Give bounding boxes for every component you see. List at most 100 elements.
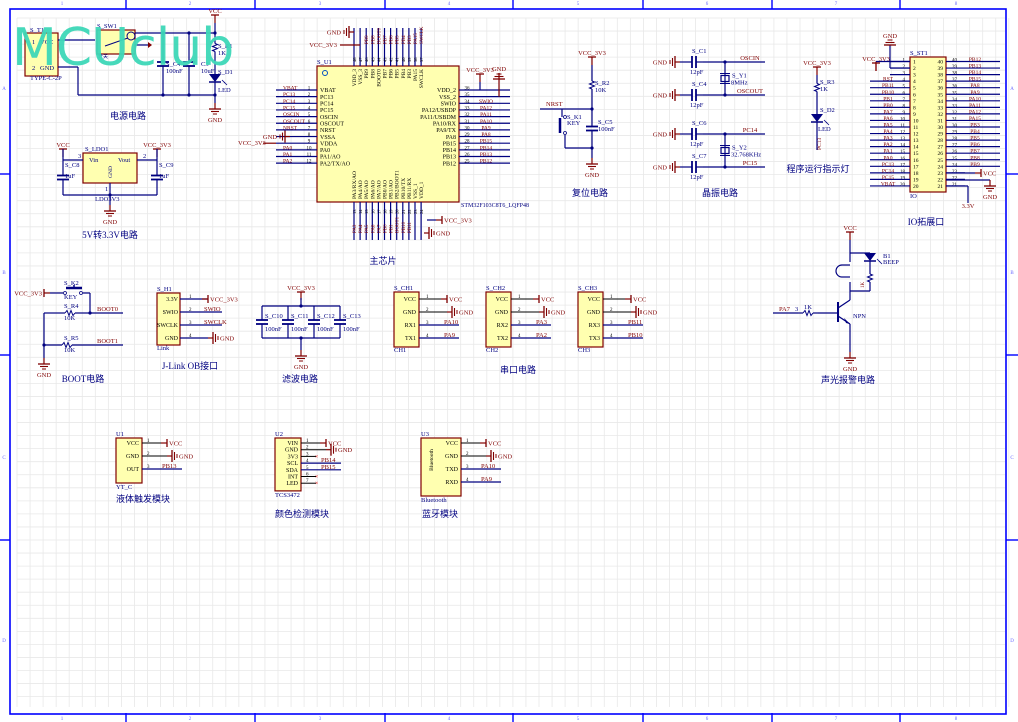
net-label: PB10 — [628, 332, 642, 339]
pin-number: 29 — [938, 132, 944, 138]
bluetooth-title: 蓝牙模块 — [422, 508, 458, 519]
cap-ref: S_C4 — [692, 81, 707, 88]
beep-ref: B1 — [883, 253, 891, 260]
pin-name: PC15 — [320, 108, 333, 114]
module-part: Bluetooth — [421, 497, 447, 504]
gnd-label: GND — [103, 219, 117, 226]
module-ref: U3 — [421, 431, 429, 438]
key-contact — [79, 291, 83, 295]
gnd-port: GND — [843, 352, 857, 373]
resistor-s-r4 — [50, 309, 90, 317]
pin-name: PB14 — [443, 148, 456, 154]
gnd-port: GND — [653, 161, 680, 173]
module-ref: U1 — [116, 431, 124, 438]
net-label: BOOT0 — [377, 27, 382, 44]
vcc-port: VCC — [161, 439, 182, 447]
cap-s-c4 — [685, 89, 703, 101]
cap-ref: S_C9 — [159, 162, 173, 169]
cap-value: 100nF — [598, 126, 615, 133]
color-title: 颜色检测模块 — [275, 508, 329, 519]
bluetooth-module-body — [420, 437, 462, 497]
vcc-port: VCC — [208, 8, 222, 23]
column-marker: 8 — [955, 717, 958, 722]
res-ref: S_R1 — [218, 43, 232, 50]
pin-number: 14 — [358, 209, 363, 214]
net-label: PB3 — [408, 35, 413, 44]
crystal-ref: S_Y1 — [732, 73, 747, 80]
cap-value: 10uF — [201, 68, 215, 75]
pin-number: 2 — [32, 65, 35, 72]
cap-value: 100nF — [343, 326, 360, 333]
switch-contact — [126, 31, 136, 41]
power-label: VCC_3V3 — [466, 67, 494, 74]
pin-name: PA5/AO — [364, 180, 370, 199]
pin-number: 4 — [518, 334, 521, 339]
net-label: PA2 — [883, 142, 893, 148]
connector-ref: S_H1 — [157, 286, 172, 293]
pin-number: 2 — [147, 452, 150, 457]
gnd-label: GND — [327, 29, 341, 36]
pin-number: 31 — [938, 118, 944, 124]
pin-number: 3 — [189, 321, 192, 326]
net-label: RST — [883, 77, 894, 83]
pin-number: 37 — [938, 79, 944, 85]
resistor-base — [798, 309, 818, 317]
pin-name: PB15 — [443, 141, 456, 147]
gnd-label: GND — [37, 372, 51, 379]
net-label: OSCIN — [740, 55, 760, 62]
net-label: PC15 — [882, 175, 894, 181]
connector-part: TYPE-C-2P — [30, 75, 62, 82]
pin-name: PA0 — [320, 148, 330, 154]
res-ref: S_R2 — [595, 80, 609, 87]
pin-number: 11 — [307, 153, 312, 158]
gnd-port: GND — [294, 350, 308, 371]
cap-value: 100nF — [291, 326, 308, 333]
net-label: PA7 — [779, 306, 791, 313]
net-label: PA7 — [377, 224, 382, 233]
net-label: PB5 — [970, 136, 980, 142]
run-led-title: 程序运行指示灯 — [786, 163, 849, 174]
resistor-r — [866, 265, 874, 291]
crystal-icon — [720, 74, 730, 83]
pin-name: PA2/TX/AO — [320, 161, 351, 167]
pin-number: 4 — [306, 459, 309, 464]
pin-number: 17 — [913, 164, 919, 170]
pin-number: 2 — [913, 66, 916, 72]
pin-number: 3 — [147, 465, 150, 470]
pin-number: 3 — [426, 321, 429, 326]
resistor-zigzag — [64, 309, 76, 317]
pin-number: 2 — [189, 308, 192, 313]
pin-number: 5 — [913, 86, 916, 92]
no-connect-icon: × — [315, 475, 318, 481]
column-marker: 2 — [189, 2, 192, 7]
pin-number: 34 — [465, 100, 471, 105]
power-title: 电源电路 — [110, 110, 146, 121]
power-label: VCC_3V3 — [578, 50, 606, 57]
inner-border — [9, 8, 1007, 715]
column-marker: 5 — [577, 2, 580, 7]
cap-c3 — [183, 33, 195, 95]
pin-name: PB2/BOOT1 — [395, 170, 401, 199]
connector-ref: S_T1 — [30, 27, 44, 34]
res-value: 1K — [218, 50, 226, 57]
pin-name: SDA — [286, 468, 299, 474]
no-connect-icon: × — [315, 454, 318, 460]
filter-title: 滤波电路 — [282, 373, 318, 384]
pin-number: 1 — [189, 295, 192, 300]
resistor-s-r5 — [44, 341, 90, 349]
power-label: VCC — [449, 296, 462, 303]
junction-dot — [299, 304, 303, 308]
pin-name: VCC — [404, 297, 416, 303]
connector-part: CH2 — [486, 347, 498, 354]
cap-s-c10 — [256, 306, 268, 338]
wire — [825, 121, 830, 126]
power-label: VCC — [56, 142, 69, 149]
gnd-port: GND — [585, 158, 599, 179]
net-label: PC14 — [882, 168, 894, 174]
pin-number: 1 — [32, 39, 35, 46]
net-label: SWIO — [479, 99, 493, 105]
net-label: PA9 — [970, 90, 980, 96]
gnd-symbol-icon: GND — [492, 66, 506, 97]
net-label: PC15 — [283, 105, 295, 111]
